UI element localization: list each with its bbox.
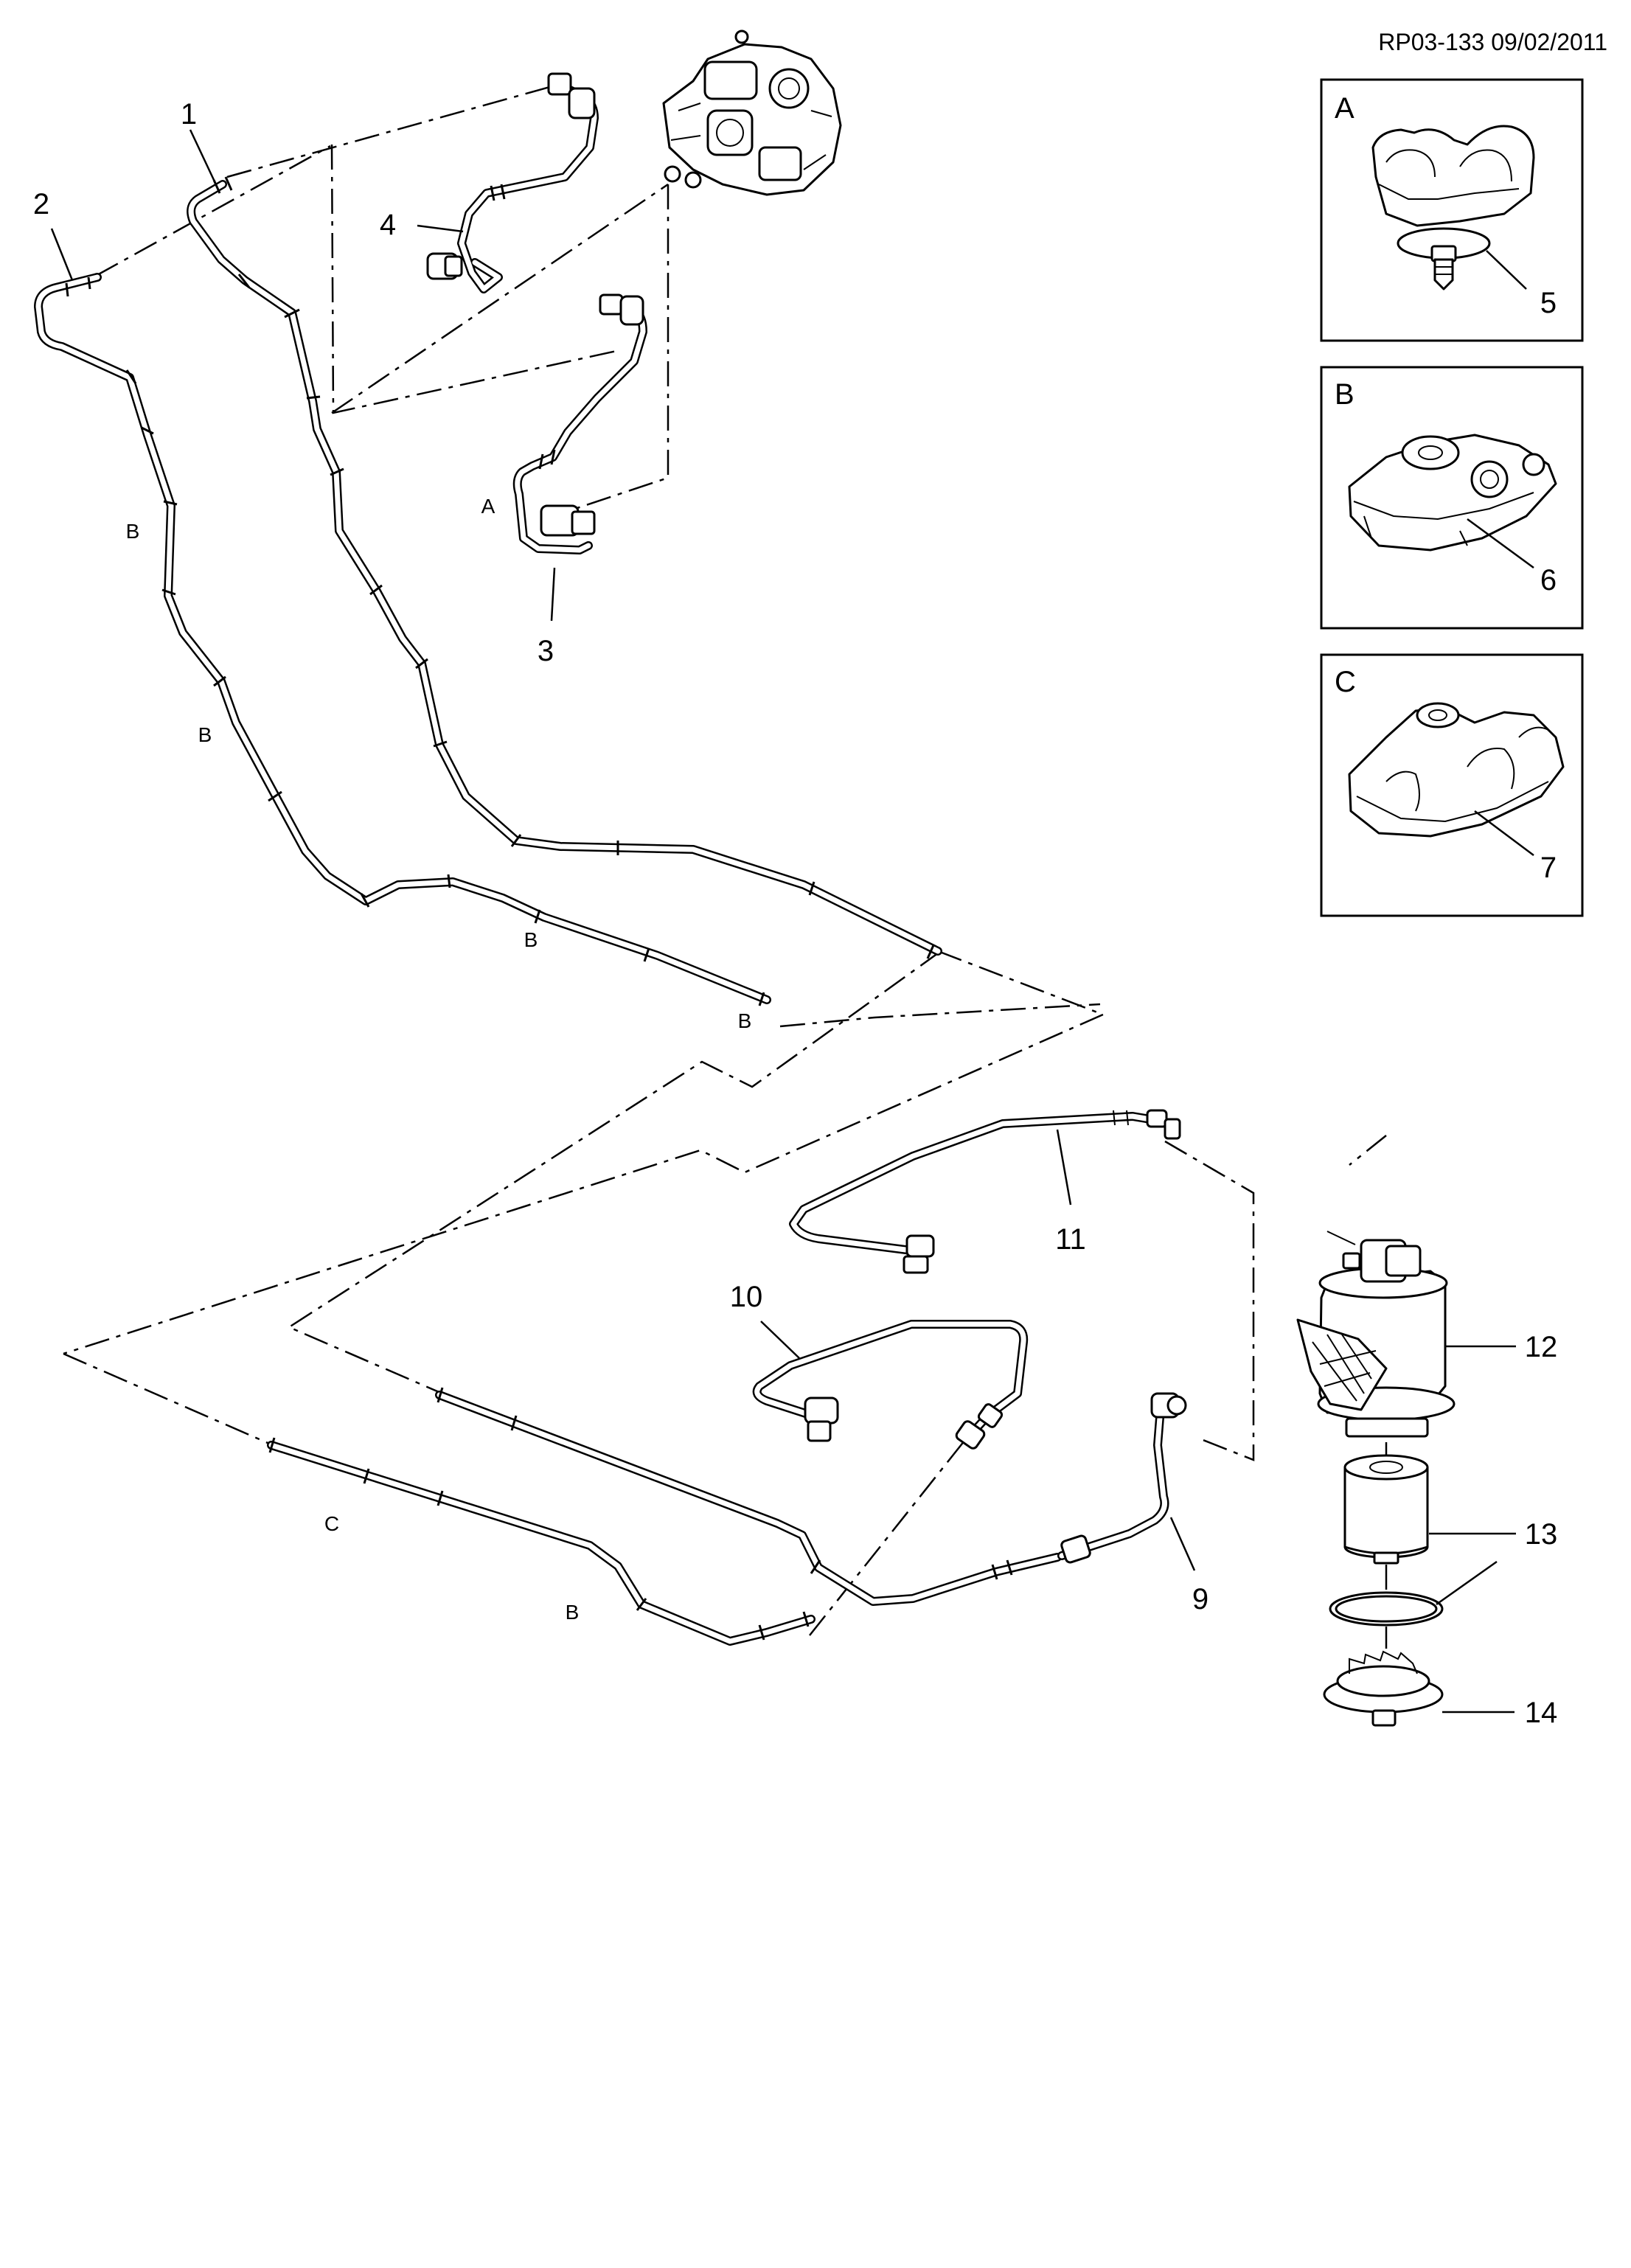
- callout-13: 13: [1525, 1518, 1558, 1551]
- reference-code: RP03-133 09/02/2011: [1378, 29, 1607, 55]
- filter-cap-14: [1323, 1650, 1444, 1727]
- clip-letter-b-5: B: [566, 1601, 580, 1624]
- fuel-filter-housing-12: [1296, 1231, 1456, 1438]
- fuel-pipe-11: [789, 1109, 1181, 1274]
- clip-letter-c: C: [324, 1512, 339, 1535]
- clip-letter-a: A: [481, 495, 495, 518]
- callout-11: 11: [1055, 1223, 1086, 1256]
- callout-6: 6: [1540, 564, 1557, 596]
- fuel-filter-element-13: [1343, 1454, 1429, 1565]
- leader-lines: [50, 129, 1516, 1714]
- inset-a: A 5: [1320, 78, 1584, 342]
- clip-letter-b-4: B: [738, 1009, 752, 1032]
- clip-b-icon: [1348, 434, 1557, 552]
- clip-a-icon: [1371, 125, 1535, 291]
- fuel-pipe-1: [187, 176, 942, 959]
- callout-12: 12: [1525, 1331, 1558, 1363]
- clip-letter-b-2: B: [198, 723, 212, 746]
- inset-a-title: A: [1335, 92, 1354, 125]
- clip-letters: A B B B B C B: [126, 495, 752, 1624]
- callout-5: 5: [1540, 287, 1557, 319]
- routing-dashed-lines: [63, 83, 1387, 1636]
- callout-14: 14: [1525, 1697, 1558, 1729]
- fuel-pipe-9: [1057, 1392, 1187, 1564]
- hose-4: [426, 72, 599, 293]
- o-ring: [1329, 1591, 1444, 1627]
- fuel-pump: [662, 29, 842, 196]
- lower-fuel-pipe-outer: [267, 1437, 816, 1646]
- callout-7: 7: [1540, 852, 1557, 884]
- callout-10: 10: [730, 1281, 763, 1313]
- lower-fuel-pipe-inner: [435, 1387, 1062, 1606]
- clip-c-icon: [1348, 702, 1565, 838]
- callout-4: 4: [380, 209, 396, 241]
- inset-c: C 7: [1320, 653, 1584, 917]
- callout-3: 3: [538, 635, 554, 667]
- callout-numbers: 1 2 3 4 9 10 11 12 13 14: [33, 98, 1557, 1729]
- clip-letter-b-1: B: [126, 520, 140, 543]
- clip-letter-b-3: B: [524, 928, 538, 951]
- callout-9: 9: [1192, 1583, 1209, 1615]
- inset-c-title: C: [1335, 666, 1356, 698]
- callout-1: 1: [181, 98, 197, 131]
- inset-b-title: B: [1335, 378, 1354, 411]
- hose-3: [512, 293, 647, 554]
- fuel-pipe-10: [752, 1320, 1029, 1450]
- fuel-pipe-2: [34, 273, 771, 1006]
- callout-2: 2: [33, 188, 49, 220]
- inset-b: B 6: [1320, 366, 1584, 630]
